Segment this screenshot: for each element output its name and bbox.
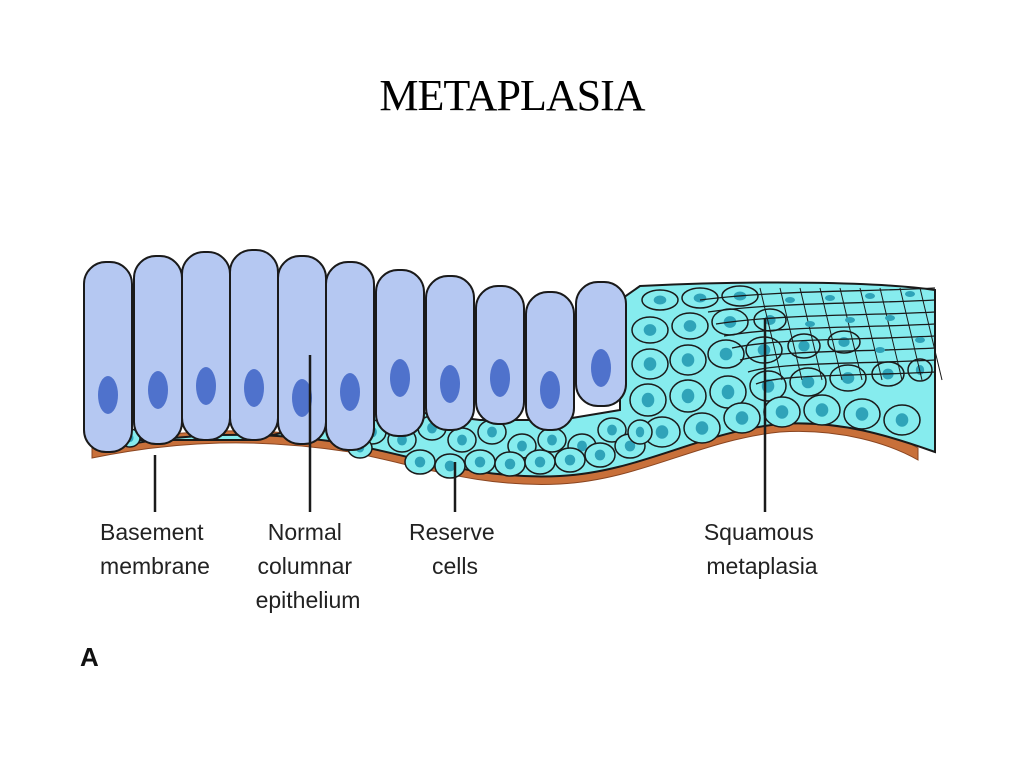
squamous-nucleus: [695, 421, 709, 435]
flattened-nucleus: [865, 293, 875, 299]
flattened-cell-line: [747, 359, 936, 373]
squamous-nucleus: [895, 413, 909, 427]
columnar-nucleus: [540, 371, 560, 409]
squamous-nucleus: [655, 425, 669, 439]
label-squamous-metaplasia: Squamous metaplasia: [704, 519, 820, 579]
squamous-nucleus: [397, 434, 407, 446]
squamous-nucleus: [487, 426, 497, 438]
columnar-nucleus: [292, 379, 312, 417]
squamous-nucleus: [801, 375, 815, 389]
squamous-nucleus: [841, 372, 855, 384]
squamous-nucleus: [681, 353, 695, 367]
squamous-nucleus: [547, 434, 557, 446]
flattened-nucleus: [825, 295, 835, 301]
flattened-nucleus: [905, 291, 915, 297]
columnar-cell: [525, 291, 575, 431]
flattened-nucleus: [875, 347, 885, 353]
columnar-nucleus: [98, 376, 118, 414]
columnar-cell-group: [83, 249, 627, 453]
squamous-nucleus: [775, 405, 789, 419]
columnar-cell: [229, 249, 279, 441]
flattened-cell-divider: [879, 287, 903, 381]
squamous-nucleus: [474, 456, 486, 468]
squamous-nucleus: [577, 440, 587, 452]
squamous-nucleus: [735, 411, 749, 425]
columnar-cell: [375, 269, 425, 437]
squamous-nucleus: [693, 293, 707, 303]
flattened-cell-line: [715, 311, 936, 325]
flattened-nucleus: [805, 321, 815, 327]
squamous-nucleus: [798, 340, 810, 352]
squamous-nucleus: [643, 324, 657, 336]
squamous-nucleus: [564, 454, 576, 466]
columnar-nucleus: [440, 365, 460, 403]
flattened-cell-line: [755, 371, 936, 385]
flattened-cell-line: [707, 299, 936, 313]
columnar-nucleus: [148, 371, 168, 409]
columnar-nucleus: [340, 373, 360, 411]
slide-title: METAPLASIA: [379, 71, 645, 120]
squamous-nucleus: [635, 426, 645, 438]
squamous-nucleus: [815, 403, 829, 417]
columnar-nucleus: [591, 349, 611, 387]
squamous-nucleus: [504, 458, 516, 470]
keratinized-layer: [699, 287, 943, 385]
label-normal-columnar-epithelium: Normal columnar epithelium: [256, 519, 361, 613]
squamous-nucleus: [721, 384, 735, 400]
panel-letter: A: [80, 642, 99, 672]
flattened-cell-line: [723, 323, 936, 337]
flattened-cell-divider: [799, 287, 823, 381]
flattened-cell-divider: [859, 287, 883, 381]
squamous-nucleus: [653, 295, 667, 305]
flattened-cell-divider: [759, 287, 783, 381]
squamous-nucleus: [534, 456, 546, 468]
flattened-nucleus: [845, 317, 855, 323]
squamous-nucleus: [457, 434, 467, 446]
columnar-cell: [425, 275, 475, 431]
flattened-nucleus: [915, 337, 925, 343]
squamous-nucleus: [607, 424, 617, 436]
columnar-nucleus: [390, 359, 410, 397]
squamous-nucleus: [594, 449, 606, 461]
flattened-cell-line: [699, 287, 936, 301]
squamous-nucleus: [683, 320, 697, 332]
squamous-nucleus: [517, 440, 527, 452]
flattened-nucleus: [885, 315, 895, 321]
squamous-nucleus: [681, 388, 695, 404]
squamous-nucleus: [414, 456, 426, 468]
flattened-cell-divider: [819, 287, 843, 381]
flattened-cell-line: [739, 347, 936, 361]
flattened-nucleus: [785, 297, 795, 303]
flattened-cell-divider: [899, 287, 923, 381]
columnar-cell: [475, 285, 525, 425]
squamous-nucleus: [855, 407, 869, 421]
squamous-nucleus: [643, 357, 657, 371]
flattened-cell-divider: [839, 287, 863, 381]
columnar-cell: [83, 261, 133, 453]
columnar-cell: [181, 251, 231, 441]
columnar-cell: [325, 261, 375, 451]
columnar-cell: [133, 255, 183, 445]
label-reserve-cells: Reserve cells: [409, 519, 501, 579]
label-basement-membrane: Basement membrane: [100, 519, 210, 579]
columnar-nucleus: [490, 359, 510, 397]
columnar-cell: [575, 281, 627, 407]
columnar-nucleus: [196, 367, 216, 405]
columnar-nucleus: [244, 369, 264, 407]
flattened-cell-line: [731, 335, 936, 349]
flattened-cell-divider: [779, 287, 803, 381]
squamous-nucleus: [624, 440, 636, 452]
flattened-cell-divider: [919, 287, 943, 381]
squamous-nucleus: [444, 460, 456, 472]
pointer-lines: [153, 318, 767, 512]
squamous-nucleus: [719, 347, 733, 361]
squamous-nucleus: [641, 392, 655, 408]
